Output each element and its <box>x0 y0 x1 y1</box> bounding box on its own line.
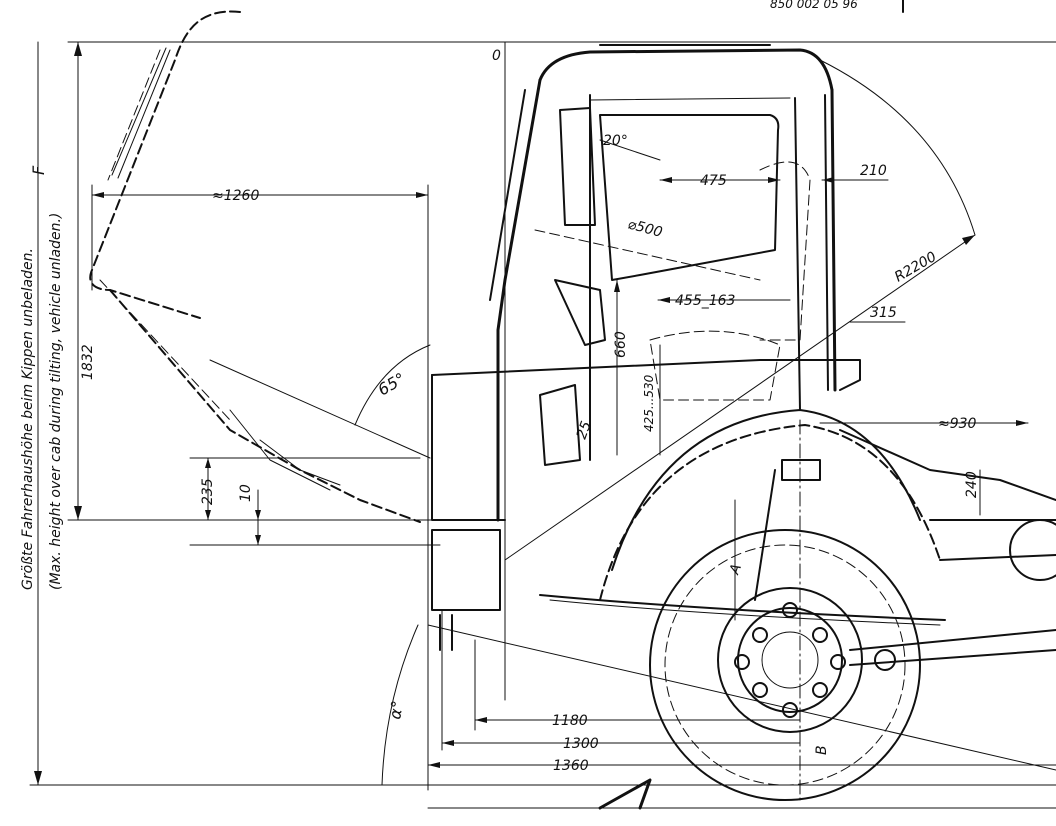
dim-235: 235 <box>200 478 216 505</box>
dim-425-530: 425...530 <box>642 374 656 432</box>
dim-1832: 1832 <box>80 344 96 380</box>
drawing-number: 850 002 05 96 <box>770 0 858 11</box>
dim-240: 240 <box>964 471 980 498</box>
angle-65: 65° <box>375 369 409 400</box>
label-o: 0 <box>492 48 501 64</box>
chassis <box>598 429 1056 810</box>
tilted-cab-outline <box>89 10 421 523</box>
dim-10: 10 <box>238 484 254 502</box>
dim-210: 210 <box>860 163 887 179</box>
dim-1360: 1360 <box>553 758 589 774</box>
dim-475: 475 <box>700 173 727 189</box>
label-f: F <box>29 165 48 175</box>
dim-1260: ≈1260 <box>212 188 259 204</box>
label-a: A <box>726 562 745 577</box>
dim-455-163: 455_163 <box>675 293 735 309</box>
front-wheel <box>539 409 946 801</box>
caption-german: Größte Fahrerhaushöhe beim Kippen unbela… <box>20 248 36 590</box>
label-b: B <box>814 745 830 755</box>
caption-english: (Max. height over cab during tilting, ve… <box>48 213 64 590</box>
dim-1300: 1300 <box>563 736 599 752</box>
dim-25: 25 <box>574 419 595 441</box>
angle-20: 20° <box>603 133 628 149</box>
dim-930: ≈930 <box>938 416 977 432</box>
dim-500: ⌀500 <box>626 216 664 241</box>
dim-1180: 1180 <box>552 713 588 729</box>
cab-body <box>431 44 861 651</box>
dim-660: 660 <box>613 331 629 358</box>
label-alpha: α° <box>385 699 407 721</box>
dim-315: 315 <box>870 305 897 321</box>
radius-2200: R2200 <box>892 249 939 286</box>
